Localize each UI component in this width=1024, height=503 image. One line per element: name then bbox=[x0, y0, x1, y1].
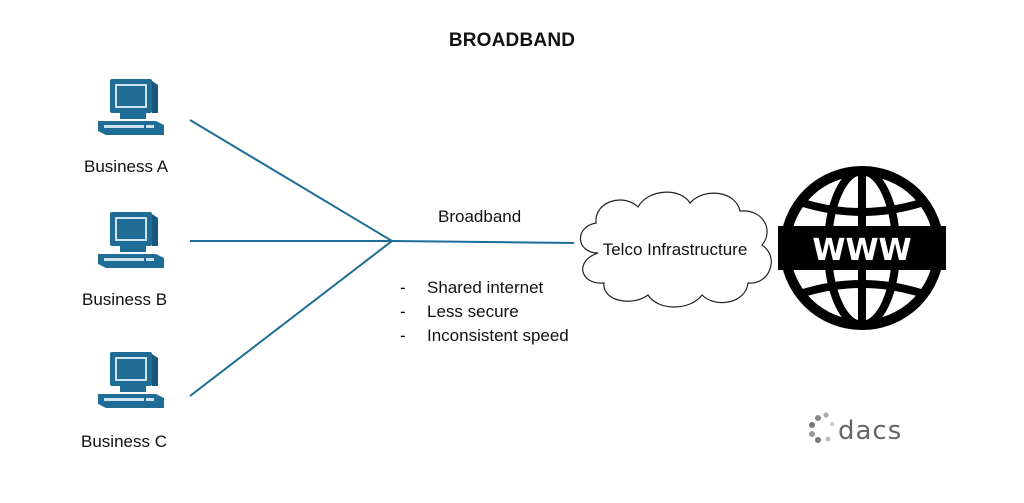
dacs-logo-text: dacs bbox=[838, 416, 903, 446]
business-a-label: Business A bbox=[84, 157, 169, 176]
telco-infrastructure-label: Telco Infrastructure bbox=[602, 240, 748, 259]
cloud-icon bbox=[579, 191, 772, 308]
globe-www-icon: WWW bbox=[778, 166, 946, 330]
computer-icon bbox=[98, 79, 164, 135]
wire-business-c bbox=[189, 240, 393, 397]
wire-business-a bbox=[189, 119, 393, 242]
business-c-label: Business C bbox=[81, 432, 167, 451]
www-text: WWW bbox=[812, 233, 911, 268]
list-item: -Inconsistent speed bbox=[400, 326, 569, 345]
broadband-link-label: Broadband bbox=[438, 207, 522, 226]
broadband-characteristics-list: -Shared internet -Less secure -Inconsist… bbox=[400, 276, 569, 348]
business-b-label: Business B bbox=[82, 290, 168, 309]
list-item: -Less secure bbox=[400, 302, 519, 321]
list-item: -Shared internet bbox=[400, 278, 544, 297]
wire-broadband bbox=[391, 240, 575, 244]
computer-icon bbox=[98, 212, 164, 268]
diagram-title: BROADBAND bbox=[448, 30, 576, 51]
computer-icon bbox=[98, 352, 164, 408]
dacs-logo bbox=[809, 412, 835, 443]
